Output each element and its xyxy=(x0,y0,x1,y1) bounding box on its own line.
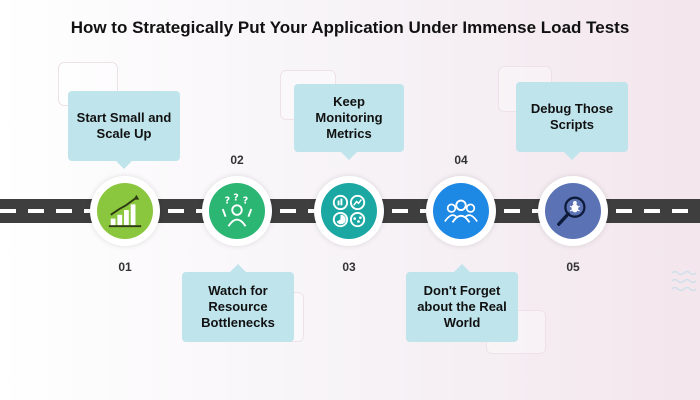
step-number-3: 03 xyxy=(342,260,356,274)
callout-label: Keep Monitoring Metrics xyxy=(315,93,383,142)
step-number-5: 05 xyxy=(566,260,580,274)
callout-step-1: Start Small and Scale Up xyxy=(68,91,180,169)
step-circle-5 xyxy=(538,176,608,246)
callout-step-5: Debug Those Scripts xyxy=(516,82,628,160)
metrics-dashboard-icon xyxy=(332,194,366,228)
svg-text:?: ? xyxy=(233,193,239,204)
step-circle-4 xyxy=(426,176,496,246)
growth-chart-icon xyxy=(108,194,142,228)
svg-text:?: ? xyxy=(225,195,231,206)
wave-decoration-icon xyxy=(672,270,696,292)
callout-label: Watch for Resource Bottlenecks xyxy=(201,282,275,331)
page-title: How to Strategically Put Your Applicatio… xyxy=(70,18,630,37)
step-circle-1 xyxy=(90,176,160,246)
callout-label: Debug Those Scripts xyxy=(530,100,614,132)
step-number-1: 01 xyxy=(118,260,132,274)
step-circle-2: ? ? ? xyxy=(202,176,272,246)
callout-label: Don't Forget about the Real World xyxy=(417,282,507,331)
bug-magnifier-icon xyxy=(557,196,586,226)
callout-step-2: Watch for Resource Bottlenecks xyxy=(182,264,294,342)
step-circle-3 xyxy=(314,176,384,246)
confused-person-icon: ? ? ? xyxy=(221,193,253,227)
callout-label: Start Small and Scale Up xyxy=(76,109,172,141)
callout-step-4: Don't Forget about the Real World xyxy=(406,264,518,342)
user-group-icon xyxy=(444,199,478,223)
callout-step-3: Keep Monitoring Metrics xyxy=(294,84,404,160)
step-number-4: 04 xyxy=(454,153,468,167)
step-number-2: 02 xyxy=(230,153,244,167)
svg-text:?: ? xyxy=(243,195,249,206)
